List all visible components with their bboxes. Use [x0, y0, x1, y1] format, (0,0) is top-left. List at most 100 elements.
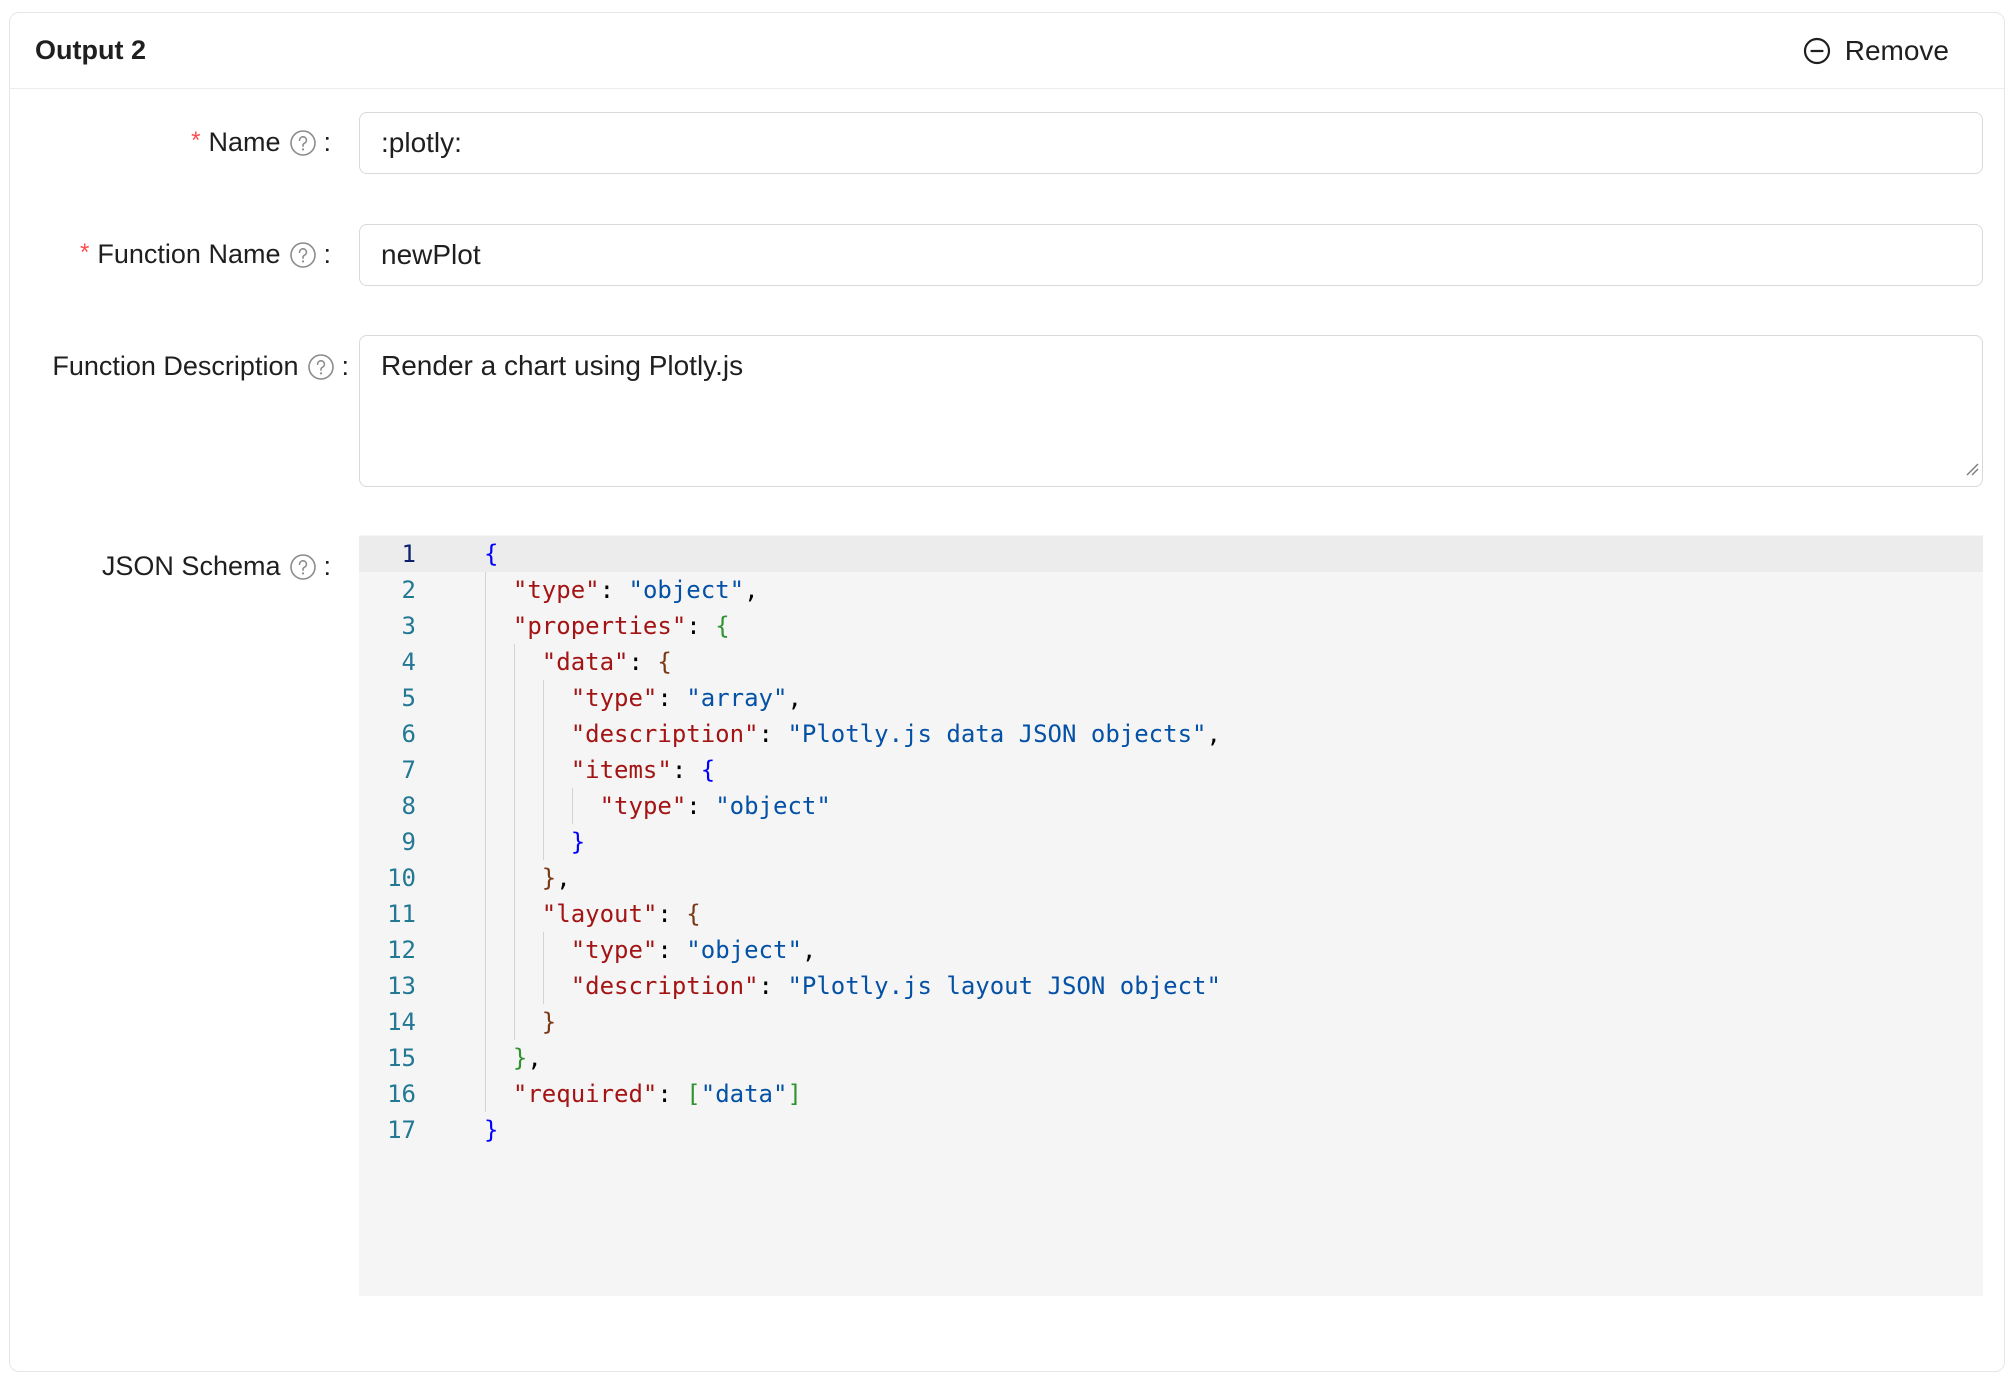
name-input-value: :plotly:	[381, 127, 462, 158]
code-line[interactable]: 16 "required": ["data"]	[359, 1076, 1983, 1112]
line-number: 7	[401, 756, 416, 784]
code-line[interactable]: 4 "data": {	[359, 644, 1983, 680]
code-line[interactable]: 6 "description": "Plotly.js data JSON obj…	[359, 716, 1983, 752]
function-description-label: Function Description :	[52, 351, 349, 381]
code-token: "type"	[570, 936, 658, 964]
code-text: "data": {	[542, 644, 672, 680]
minus-circle-icon	[1803, 37, 1831, 65]
code-text: "type": "array",	[571, 680, 802, 716]
required-marker: *	[191, 126, 201, 154]
question-circle-icon[interactable]	[289, 129, 317, 157]
line-number: 5	[401, 684, 416, 712]
code-token: "Plotly.js layout JSON object"	[787, 972, 1221, 1000]
code-token: :	[599, 576, 629, 604]
code-text: "description": "Plotly.js data JSON obje…	[571, 716, 1221, 752]
line-number: 10	[387, 864, 416, 892]
line-number: 13	[387, 972, 416, 1000]
function-name-input[interactable]: newPlot	[359, 224, 1983, 286]
code-token: ,	[527, 1044, 542, 1072]
line-number: 1	[401, 540, 416, 568]
code-token: "data"	[700, 1080, 788, 1108]
code-token: }	[484, 1116, 499, 1144]
line-number: 8	[401, 792, 416, 820]
line-number: 3	[401, 612, 416, 640]
code-line[interactable]: 8"type": "object"	[359, 788, 1983, 824]
code-token: :	[657, 1080, 687, 1108]
code-line[interactable]: 11 "layout": {	[359, 896, 1983, 932]
code-token: {	[686, 900, 701, 928]
function-description-textarea[interactable]: Render a chart using Plotly.js	[359, 335, 1983, 487]
code-line[interactable]: 12"type": "object",	[359, 932, 1983, 968]
code-token: "type"	[570, 684, 658, 712]
code-token: ,	[801, 936, 817, 964]
question-circle-icon[interactable]	[307, 353, 335, 381]
code-line[interactable]: 2"type": "object",	[359, 572, 1983, 608]
code-token: :	[657, 936, 687, 964]
question-circle-icon[interactable]	[289, 241, 317, 269]
code-line[interactable]: 3 "properties": {	[359, 608, 1983, 644]
code-line[interactable]: 7 "items": {	[359, 752, 1983, 788]
code-token: "object"	[686, 936, 802, 964]
code-token: "description"	[570, 720, 759, 748]
line-number: 16	[387, 1080, 416, 1108]
code-text: }	[542, 1004, 556, 1040]
code-token: "items"	[570, 756, 672, 784]
line-number: 6	[401, 720, 416, 748]
code-token: ,	[787, 684, 802, 712]
line-number: 9	[401, 828, 416, 856]
code-text: "items": {	[571, 752, 716, 788]
code-token: {	[484, 540, 499, 568]
indent-guide	[571, 788, 573, 824]
json-schema-code-editor[interactable]: 1{2"type": "object",3"properties": {4"da…	[359, 535, 1983, 1296]
json-schema-label: JSON Schema :	[101, 551, 331, 581]
code-token: "object"	[715, 792, 831, 820]
code-token: "Plotly.js data JSON objects"	[787, 720, 1207, 748]
code-token: :	[686, 612, 716, 640]
code-token: "type"	[599, 792, 687, 820]
resize-handle-icon[interactable]	[1965, 451, 1979, 483]
code-line[interactable]: 9}	[359, 824, 1983, 860]
code-text: {	[484, 536, 498, 572]
name-input[interactable]: :plotly:	[359, 112, 1983, 174]
required-marker: *	[80, 238, 90, 266]
code-token: "object"	[628, 576, 745, 604]
code-line[interactable]: 10},	[359, 860, 1983, 896]
code-text: "required": ["data"]	[513, 1076, 802, 1112]
code-token: ,	[744, 576, 759, 604]
remove-button[interactable]: Remove	[1803, 31, 1949, 71]
code-token: :	[758, 972, 788, 1000]
line-number: 11	[387, 900, 416, 928]
code-token: }	[541, 1008, 557, 1036]
line-number: 15	[387, 1044, 416, 1072]
code-token: ,	[1206, 720, 1221, 748]
code-text: "type": "object",	[571, 932, 817, 968]
line-number: 4	[401, 648, 416, 676]
code-token: "required"	[512, 1080, 658, 1108]
code-text: "layout": {	[542, 896, 701, 932]
code-token: [	[686, 1080, 701, 1108]
question-circle-icon[interactable]	[289, 553, 317, 581]
code-token: {	[657, 648, 672, 676]
code-line[interactable]: 1{	[359, 536, 1983, 572]
code-token: "properties"	[512, 612, 687, 640]
code-text: "properties": {	[513, 608, 730, 644]
code-token: "description"	[570, 972, 759, 1000]
code-line[interactable]: 5 "type": "array",	[359, 680, 1983, 716]
json-schema-label-text: JSON Schema	[101, 551, 281, 581]
code-line[interactable]: 13 "description": "Plotly.js layout JSON …	[359, 968, 1983, 1004]
code-token: }	[512, 1044, 528, 1072]
function-name-label: * Function Name :	[80, 238, 331, 270]
code-text: },	[542, 860, 571, 896]
code-token: ]	[787, 1080, 802, 1108]
code-text: "description": "Plotly.js layout JSON ob…	[571, 968, 1221, 1004]
code-token: {	[715, 612, 730, 640]
code-line[interactable]: 14}	[359, 1004, 1983, 1040]
code-token: "data"	[541, 648, 629, 676]
code-token: ,	[556, 864, 571, 892]
name-label-text: Name	[208, 127, 281, 157]
code-text: },	[513, 1040, 542, 1076]
code-token: }	[541, 864, 557, 892]
code-line[interactable]: 17}	[359, 1112, 1983, 1148]
code-token: :	[671, 756, 701, 784]
code-line[interactable]: 15},	[359, 1040, 1983, 1076]
